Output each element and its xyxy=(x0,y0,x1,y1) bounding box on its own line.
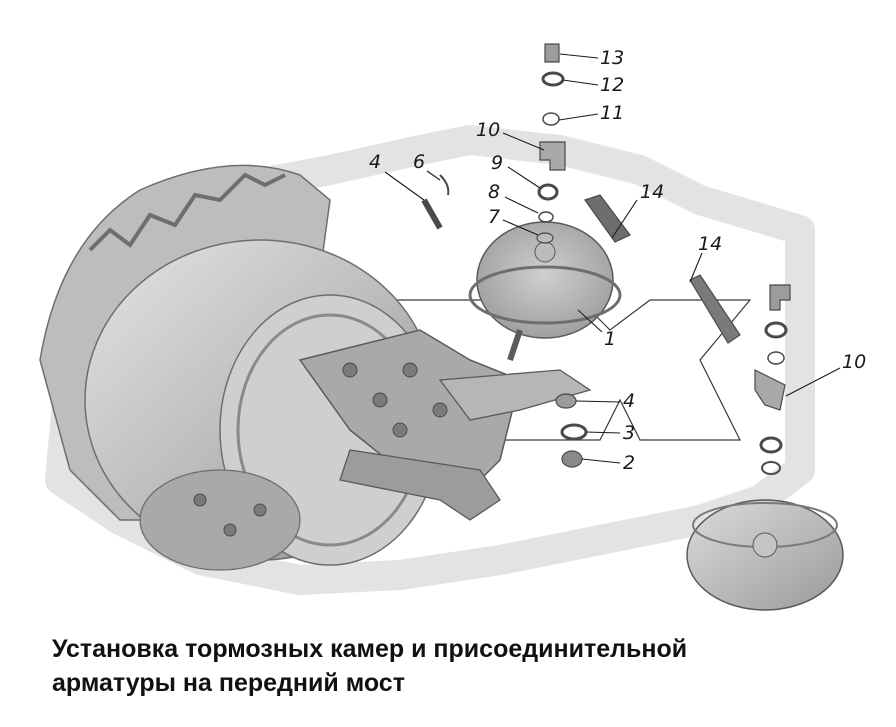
ring-right-2 xyxy=(767,351,785,365)
spare-chamber-port xyxy=(752,532,778,558)
leader-12 xyxy=(562,79,599,86)
valve-14-top xyxy=(584,194,631,243)
hub-flange-teeth xyxy=(88,172,286,252)
bolt-heads xyxy=(193,362,448,537)
callout-1: 1 xyxy=(604,328,616,350)
leader-14-right xyxy=(689,252,703,283)
leader-8 xyxy=(504,196,539,214)
ring-11 xyxy=(542,112,560,126)
leader-3 xyxy=(585,431,621,434)
fitting-13 xyxy=(544,43,560,63)
tee-fitting-10 xyxy=(539,141,566,171)
leader-14-top xyxy=(611,199,638,239)
valve-14-right xyxy=(689,274,741,344)
washer-12 xyxy=(541,71,565,87)
leader-11 xyxy=(558,113,599,121)
washer-right-4 xyxy=(761,461,781,475)
brake-chamber-clamp xyxy=(468,265,622,325)
leader-6 xyxy=(426,170,441,181)
washer-9 xyxy=(537,183,559,201)
callout-labels: 13 12 11 10 9 8 7 4 6 14 14 1 4 3 2 10 xyxy=(369,47,866,474)
steering-arm xyxy=(339,449,501,521)
pin-4-top xyxy=(421,198,443,230)
diagram-caption: Установка тормозных камер и присоедините… xyxy=(52,632,872,700)
ring-8 xyxy=(538,211,554,223)
brake-chamber-mounted xyxy=(468,221,622,361)
leader-4-lower xyxy=(575,400,621,403)
watermark-logo xyxy=(45,125,815,595)
brake-lever-arm xyxy=(438,369,592,421)
washer-right-3 xyxy=(759,436,783,454)
wheel-hub-lower xyxy=(139,469,301,571)
callout-11: 11 xyxy=(600,102,624,124)
leader-lines xyxy=(384,53,841,464)
spring-pin-6 xyxy=(439,174,450,196)
callout-7: 7 xyxy=(488,206,500,228)
washer-3 xyxy=(560,423,588,441)
washer-right-1 xyxy=(764,321,788,339)
leader-13 xyxy=(559,53,599,59)
front-axle-hub-assembly xyxy=(39,164,592,571)
leader-10 xyxy=(502,132,545,151)
tee-fitting-10-right xyxy=(754,369,786,411)
callout-8: 8 xyxy=(488,181,500,203)
leader-9 xyxy=(507,166,541,189)
callout-10: 10 xyxy=(476,119,500,141)
leader-7 xyxy=(502,219,539,236)
brake-chamber-rod xyxy=(507,329,523,361)
callout-14-top: 14 xyxy=(640,181,664,203)
callout-2: 2 xyxy=(623,452,635,474)
callout-4-top: 4 xyxy=(369,151,381,173)
brake-chamber-port xyxy=(534,241,556,263)
brake-chamber-spare xyxy=(686,499,844,611)
callout-4-lower: 4 xyxy=(623,390,635,412)
fittings xyxy=(421,43,791,475)
callout-13: 13 xyxy=(600,47,624,69)
part-7 xyxy=(536,232,554,244)
nut-2 xyxy=(561,450,583,468)
caption-line-1: Установка тормозных камер и присоедините… xyxy=(52,635,688,663)
callout-10-right: 10 xyxy=(842,351,866,373)
watermark-gear xyxy=(45,125,815,595)
watermark-letter-shape xyxy=(349,299,752,441)
leader-4-top xyxy=(384,171,425,201)
callout-6: 6 xyxy=(413,151,425,173)
callout-14-right: 14 xyxy=(698,233,722,255)
caption-line-2: арматуры на передний мост xyxy=(52,669,405,697)
leader-2 xyxy=(581,458,621,464)
elbow-fitting-right xyxy=(769,284,791,311)
leader-10-right xyxy=(785,367,841,397)
callout-3: 3 xyxy=(623,422,635,444)
leader-1 xyxy=(577,309,603,333)
washer-4-lower xyxy=(555,393,577,409)
callout-12: 12 xyxy=(600,74,624,96)
callout-9: 9 xyxy=(491,152,503,174)
